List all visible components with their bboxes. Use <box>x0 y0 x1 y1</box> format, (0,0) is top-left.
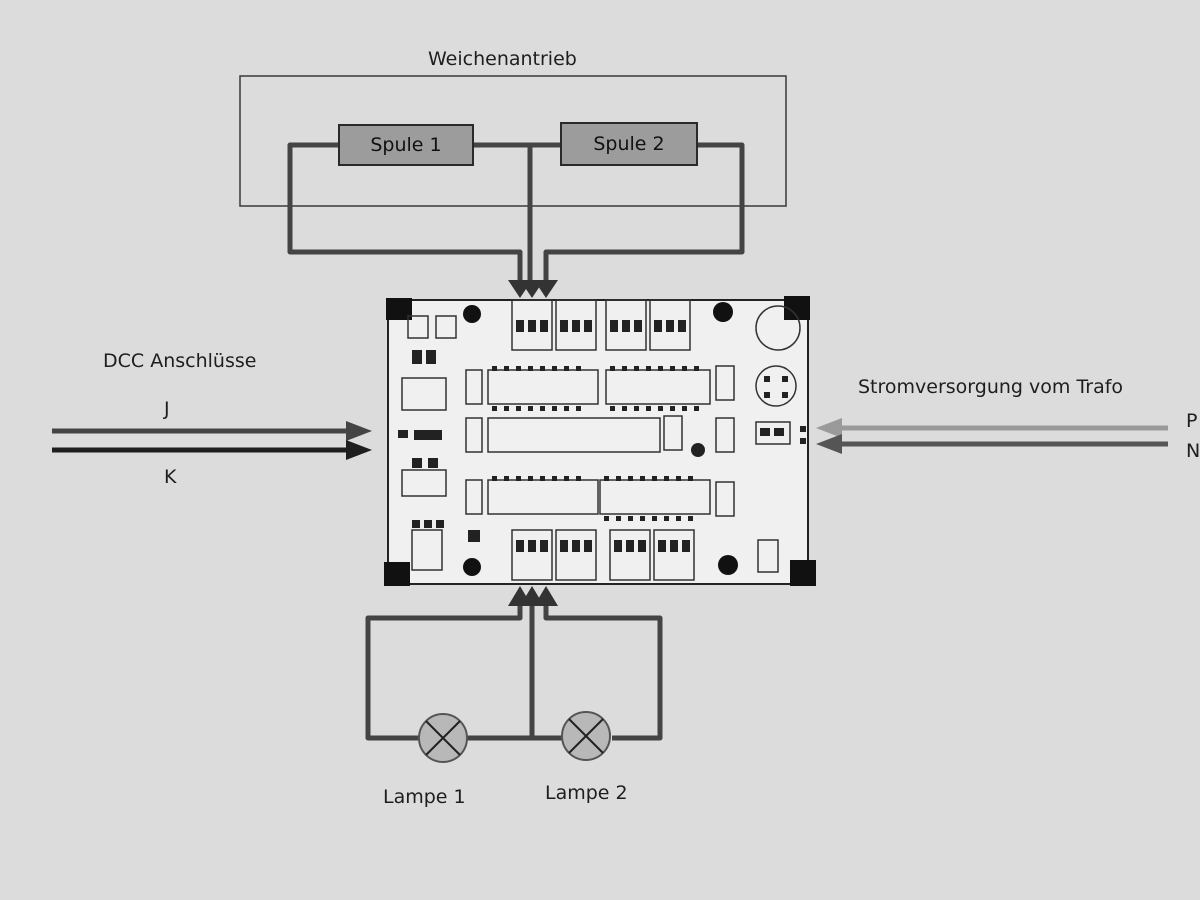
lamp-2-label: Lampe 2 <box>545 782 628 804</box>
coil-arrows <box>508 280 558 298</box>
coil-1: Spule 1 <box>338 124 474 166</box>
lamp-wires <box>365 600 663 741</box>
turnout-drive-title: Weichenantrieb <box>428 48 577 70</box>
dcc-title: DCC Anschlüsse <box>103 350 257 372</box>
power-wire-p-label: P <box>1186 410 1198 432</box>
dcc-arrows <box>346 421 372 460</box>
power-title: Stromversorgung vom Trafo <box>858 376 1124 398</box>
turnout-enclosure <box>239 75 787 207</box>
dcc-wire-k-label: K <box>164 466 177 488</box>
dcc-wire-j-label: J <box>164 398 170 420</box>
lamp-1-symbol <box>418 713 468 763</box>
circuit-board <box>384 296 816 586</box>
power-arrows <box>816 418 842 454</box>
coil-2-label: Spule 2 <box>593 133 665 155</box>
power-wires <box>838 425 1168 447</box>
lamp-arrows <box>508 586 558 606</box>
dcc-wires <box>52 428 350 453</box>
lamp-1-label: Lampe 1 <box>383 786 466 808</box>
power-wire-n-label: N <box>1186 440 1200 462</box>
coil-2: Spule 2 <box>560 122 698 166</box>
coil-wires <box>287 142 745 282</box>
lamp-2-symbol <box>561 711 611 761</box>
coil-1-label: Spule 1 <box>370 134 442 156</box>
